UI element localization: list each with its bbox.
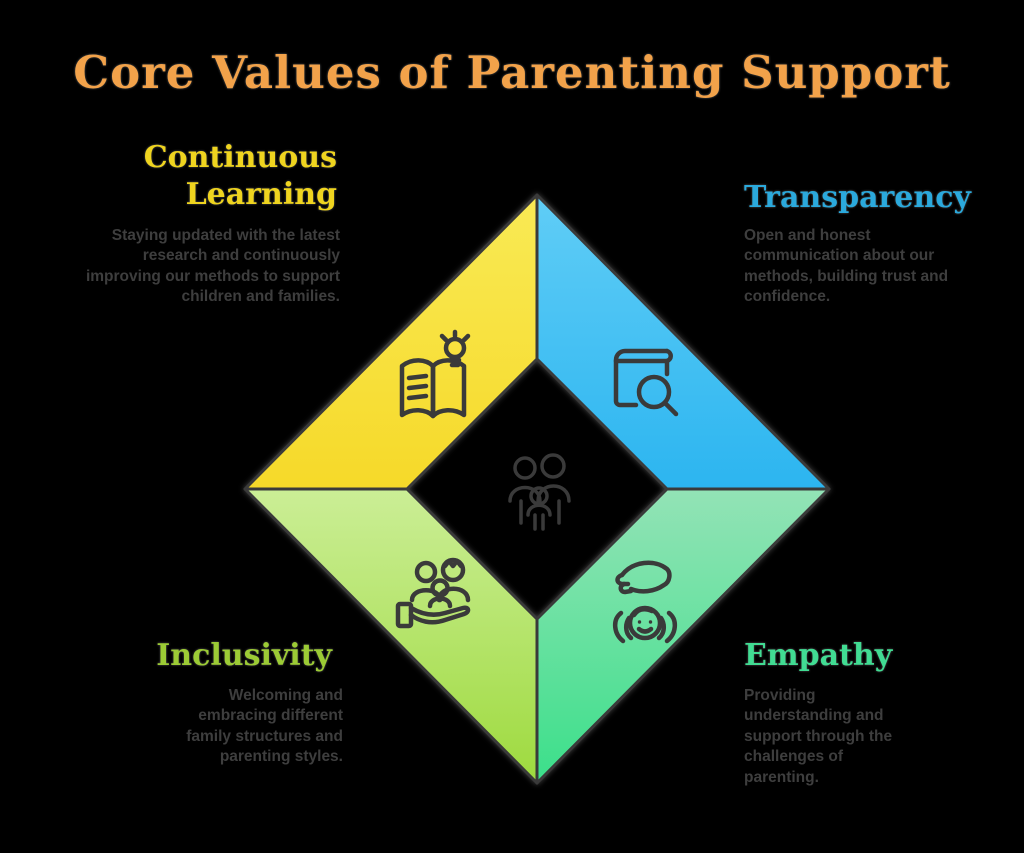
- book-magnifier-icon: [613, 348, 679, 417]
- hand-over-child-icon: [613, 560, 677, 644]
- empathy-description: Providing understanding and support thro…: [744, 687, 893, 786]
- transparency-heading: Transparency: [744, 180, 971, 215]
- continuous-learning-heading: Continuous Learning: [143, 140, 337, 212]
- empathy-heading: Empathy: [744, 638, 893, 673]
- inclusivity-heading: Inclusivity: [156, 638, 332, 673]
- open-book-lightbulb-icon: [399, 329, 471, 419]
- empathy-segment: [535, 487, 831, 785]
- continuous-learning-description: Staying updated with the latest research…: [85, 227, 340, 306]
- transparency-description: Open and honest communication about our …: [744, 227, 949, 306]
- inclusivity-description: Welcoming and embracing different family…: [186, 687, 343, 766]
- family-icon: [508, 453, 571, 531]
- page-title: Core Values of Parenting Support: [73, 46, 951, 99]
- family-in-hand-icon: [395, 557, 471, 629]
